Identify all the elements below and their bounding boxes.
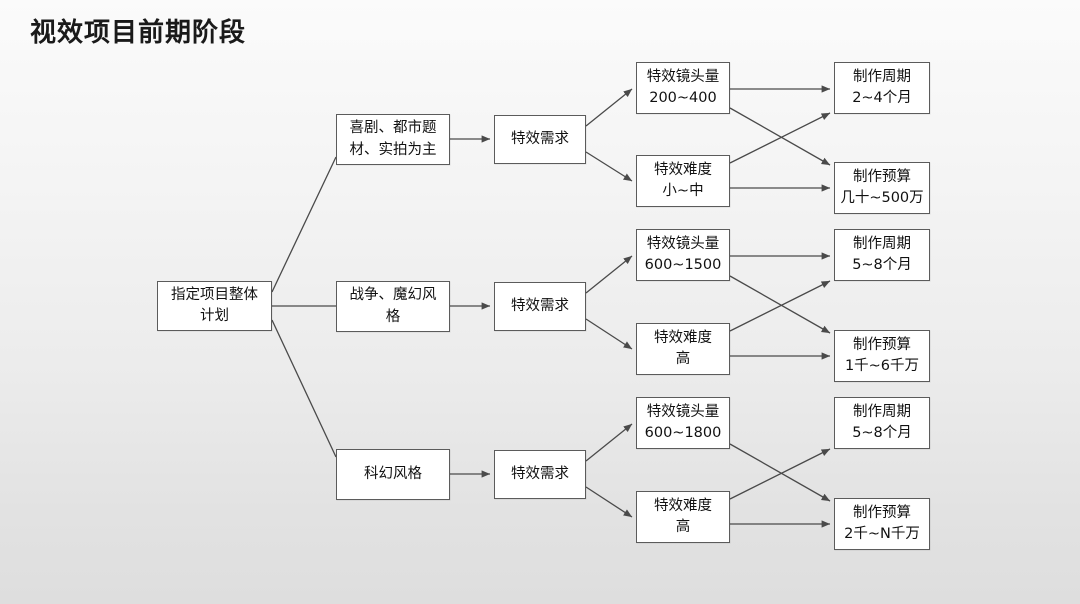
node-demand-war-fantasy[interactable]: 特效需求 — [494, 282, 586, 331]
node-shots-war-fantasy-line2: 600~1500 — [644, 257, 722, 273]
node-shots-scifi[interactable]: 特效镜头量 600~1800 — [636, 397, 730, 449]
node-demand-war-fantasy-line1: 特效需求 — [511, 297, 569, 314]
node-schedule-comedy[interactable]: 制作周期 2~4个月 — [834, 62, 930, 114]
node-schedule-comedy-line2: 2~4个月 — [852, 90, 912, 106]
node-schedule-war-fantasy-line2: 5~8个月 — [852, 257, 912, 273]
edge-shots3-to-budget — [729, 443, 831, 502]
node-shots-scifi-line1: 特效镜头量 — [646, 403, 720, 420]
node-shots-war-fantasy[interactable]: 特效镜头量 600~1500 — [636, 229, 730, 281]
node-difficulty-scifi[interactable]: 特效难度 高 — [636, 491, 730, 543]
edge-demand3-to-difficulty — [585, 486, 633, 518]
edge-root-to-comedy — [271, 156, 337, 293]
node-genre-comedy[interactable]: 喜剧、都市题 材、实拍为主 — [336, 114, 450, 165]
node-genre-comedy-line1: 喜剧、都市题 — [349, 120, 437, 137]
node-budget-war-fantasy-line1: 制作预算 — [853, 336, 911, 353]
node-budget-scifi-line2: 2千~N千万 — [844, 526, 920, 542]
node-difficulty-comedy-line2: 小~中 — [662, 183, 704, 199]
edge-demand1-to-difficulty — [585, 151, 633, 182]
node-difficulty-scifi-line2: 高 — [675, 519, 691, 535]
node-root-line2: 计划 — [200, 308, 229, 324]
node-difficulty-war-fantasy-line1: 特效难度 — [654, 329, 712, 346]
edge-shots1-to-budget — [729, 107, 831, 166]
node-schedule-comedy-line1: 制作周期 — [853, 68, 911, 85]
node-budget-comedy[interactable]: 制作预算 几十~500万 — [834, 162, 930, 214]
edge-demand1-to-shots — [585, 88, 633, 127]
node-demand-scifi[interactable]: 特效需求 — [494, 450, 586, 499]
node-schedule-scifi[interactable]: 制作周期 5~8个月 — [834, 397, 930, 449]
node-schedule-scifi-line1: 制作周期 — [853, 403, 911, 420]
node-shots-war-fantasy-line1: 特效镜头量 — [646, 235, 720, 252]
node-difficulty-scifi-line1: 特效难度 — [654, 497, 712, 514]
node-genre-scifi-line1: 科幻风格 — [364, 465, 422, 482]
node-demand-comedy-line1: 特效需求 — [511, 130, 569, 147]
node-difficulty-comedy[interactable]: 特效难度 小~中 — [636, 155, 730, 207]
edge-demand2-to-difficulty — [585, 318, 633, 350]
node-shots-comedy-line2: 200~400 — [649, 90, 717, 106]
node-schedule-war-fantasy-line1: 制作周期 — [853, 235, 911, 252]
edge-difficulty2-to-schedule — [729, 280, 831, 332]
page-title: 视效项目前期阶段 — [30, 18, 247, 48]
node-difficulty-war-fantasy[interactable]: 特效难度 高 — [636, 323, 730, 375]
node-genre-war-fantasy-line1: 战争、魔幻风 — [349, 287, 437, 304]
edge-difficulty3-to-schedule — [729, 448, 831, 500]
node-genre-war-fantasy[interactable]: 战争、魔幻风 格 — [336, 281, 450, 332]
edge-difficulty1-to-schedule — [729, 112, 831, 164]
node-genre-war-fantasy-line2: 格 — [385, 308, 401, 325]
node-budget-comedy-line1: 制作预算 — [853, 168, 911, 185]
node-schedule-war-fantasy[interactable]: 制作周期 5~8个月 — [834, 229, 930, 281]
node-schedule-scifi-line2: 5~8个月 — [852, 425, 912, 441]
edge-demand3-to-shots — [585, 423, 633, 462]
node-root[interactable]: 指定项目整体 计划 — [157, 281, 272, 331]
node-budget-scifi-line1: 制作预算 — [853, 504, 911, 521]
node-demand-comedy[interactable]: 特效需求 — [494, 115, 586, 164]
node-difficulty-war-fantasy-line2: 高 — [675, 351, 691, 367]
edge-root-to-scifi — [271, 319, 337, 458]
node-difficulty-comedy-line1: 特效难度 — [654, 161, 712, 178]
node-budget-scifi[interactable]: 制作预算 2千~N千万 — [834, 498, 930, 550]
node-shots-comedy[interactable]: 特效镜头量 200~400 — [636, 62, 730, 114]
node-genre-scifi[interactable]: 科幻风格 — [336, 449, 450, 500]
node-shots-comedy-line1: 特效镜头量 — [646, 68, 720, 85]
node-genre-comedy-line2: 材、实拍为主 — [349, 141, 437, 158]
node-root-line1: 指定项目整体 — [171, 286, 258, 303]
node-budget-war-fantasy-line2: 1千~6千万 — [844, 358, 920, 374]
node-shots-scifi-line2: 600~1800 — [644, 425, 722, 441]
edge-demand2-to-shots — [585, 255, 633, 294]
node-demand-scifi-line1: 特效需求 — [511, 465, 569, 482]
node-budget-war-fantasy[interactable]: 制作预算 1千~6千万 — [834, 330, 930, 382]
node-budget-comedy-line2: 几十~500万 — [840, 190, 924, 206]
edge-shots2-to-budget — [729, 275, 831, 334]
